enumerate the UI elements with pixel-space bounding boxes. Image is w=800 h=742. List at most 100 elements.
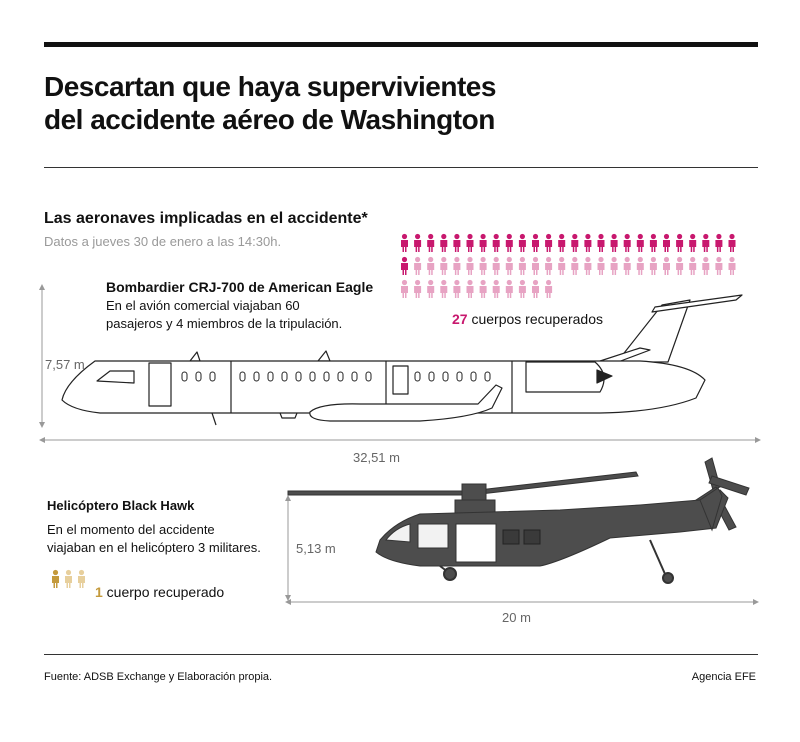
person-icon bbox=[479, 256, 487, 275]
person-icon bbox=[427, 256, 435, 275]
plane-people-pictogram bbox=[401, 233, 736, 298]
person-icon bbox=[427, 233, 435, 252]
person-icon bbox=[427, 279, 435, 298]
person-icon bbox=[663, 233, 670, 252]
person-icon bbox=[663, 256, 670, 275]
heli-recovered-number: 1 bbox=[95, 584, 103, 600]
person-icon bbox=[466, 233, 474, 252]
person-icon bbox=[636, 256, 644, 275]
plane-length-label: 32,51 m bbox=[353, 450, 400, 465]
heli-windows bbox=[385, 523, 541, 563]
person-icon bbox=[505, 256, 513, 275]
person-icon bbox=[401, 256, 408, 275]
person-icon bbox=[728, 233, 736, 252]
person-icon bbox=[453, 233, 461, 252]
person-icon bbox=[715, 256, 723, 275]
person-icon bbox=[414, 233, 422, 252]
person-icon bbox=[492, 233, 500, 252]
person-icon bbox=[623, 233, 631, 252]
heli-desc-line-1: En el momento del accidente bbox=[47, 522, 215, 537]
heli-description: En el momento del accidente viajaban en … bbox=[47, 521, 307, 557]
plane-height-dimension bbox=[39, 284, 45, 428]
heli-recovered: 1 cuerpo recuperado bbox=[95, 584, 224, 600]
plane-desc-line-1: En el avión comercial viajaban 60 bbox=[106, 298, 300, 313]
person-icon bbox=[584, 233, 592, 252]
person-icon bbox=[466, 279, 474, 298]
heli-people-pictogram bbox=[52, 569, 85, 588]
person-icon bbox=[479, 233, 487, 252]
person-icon bbox=[401, 279, 408, 298]
plane-name: Bombardier CRJ-700 de American Eagle bbox=[106, 279, 374, 295]
person-icon bbox=[65, 569, 72, 588]
plane-recovered-number: 27 bbox=[452, 311, 468, 327]
agency-credit: Agencia EFE bbox=[691, 671, 756, 683]
person-icon bbox=[440, 233, 448, 252]
person-icon bbox=[623, 256, 631, 275]
person-icon bbox=[440, 279, 448, 298]
plane-length-dimension bbox=[39, 437, 761, 443]
person-icon bbox=[558, 233, 566, 252]
heli-landing-gear bbox=[439, 539, 674, 584]
person-icon bbox=[676, 256, 684, 275]
date-note: Datos a jueves 30 de enero a las 14:30h. bbox=[44, 234, 282, 249]
person-icon bbox=[571, 233, 579, 252]
person-icon bbox=[584, 256, 592, 275]
plane-windows bbox=[181, 371, 491, 382]
heli-recovered-text: cuerpo recuperado bbox=[102, 584, 225, 600]
heli-length-label: 20 m bbox=[502, 610, 531, 625]
plane-desc-line-2: pasajeros y 4 miembros de la tripulación… bbox=[106, 316, 343, 331]
person-icon bbox=[728, 256, 736, 275]
person-icon bbox=[715, 233, 723, 252]
person-icon bbox=[571, 256, 579, 275]
title-line-1: Descartan que haya supervivientes bbox=[44, 71, 496, 102]
person-icon bbox=[545, 256, 553, 275]
person-icon bbox=[597, 233, 605, 252]
person-icon bbox=[414, 279, 422, 298]
person-icon bbox=[597, 256, 605, 275]
person-icon bbox=[702, 233, 710, 252]
title-line-2: del accidente aéreo de Washington bbox=[44, 104, 495, 135]
footer-rule bbox=[44, 654, 758, 655]
plane-height-label: 7,57 m bbox=[45, 357, 85, 372]
person-icon bbox=[545, 279, 553, 298]
person-icon bbox=[401, 233, 408, 252]
plane-recovered-text: cuerpos recuperados bbox=[467, 311, 603, 327]
person-icon bbox=[532, 233, 539, 252]
heli-height-dimension bbox=[285, 495, 291, 601]
person-icon bbox=[518, 233, 526, 252]
person-icon bbox=[636, 233, 644, 252]
person-icon bbox=[440, 256, 448, 275]
person-icon bbox=[52, 569, 59, 588]
top-rule bbox=[44, 42, 758, 47]
person-icon bbox=[676, 233, 684, 252]
person-icon bbox=[492, 256, 500, 275]
person-icon bbox=[78, 569, 85, 588]
person-icon bbox=[532, 279, 539, 298]
person-icon bbox=[532, 256, 539, 275]
person-icon bbox=[492, 279, 500, 298]
section-subtitle: Las aeronaves implicadas en el accidente… bbox=[44, 210, 368, 227]
heli-height-label: 5,13 m bbox=[296, 541, 336, 556]
helicopter-icon bbox=[287, 457, 750, 567]
plane-description: En el avión comercial viajaban 60 pasaje… bbox=[106, 297, 406, 333]
person-icon bbox=[689, 256, 697, 275]
person-icon bbox=[414, 256, 422, 275]
person-icon bbox=[545, 233, 553, 252]
person-icon bbox=[610, 256, 618, 275]
heli-name: Helicóptero Black Hawk bbox=[47, 498, 195, 513]
person-icon bbox=[610, 233, 618, 252]
person-icon bbox=[518, 256, 526, 275]
person-icon bbox=[505, 279, 513, 298]
person-icon bbox=[689, 233, 697, 252]
person-icon bbox=[558, 256, 566, 275]
person-icon bbox=[518, 279, 526, 298]
heli-length-dimension bbox=[285, 599, 759, 605]
person-icon bbox=[466, 256, 474, 275]
person-icon bbox=[505, 233, 513, 252]
person-icon bbox=[649, 233, 657, 252]
divider bbox=[44, 167, 758, 168]
plane-recovered: 27 cuerpos recuperados bbox=[452, 311, 603, 327]
person-icon bbox=[702, 256, 710, 275]
source-note: Fuente: ADSB Exchange y Elaboración prop… bbox=[44, 671, 273, 683]
